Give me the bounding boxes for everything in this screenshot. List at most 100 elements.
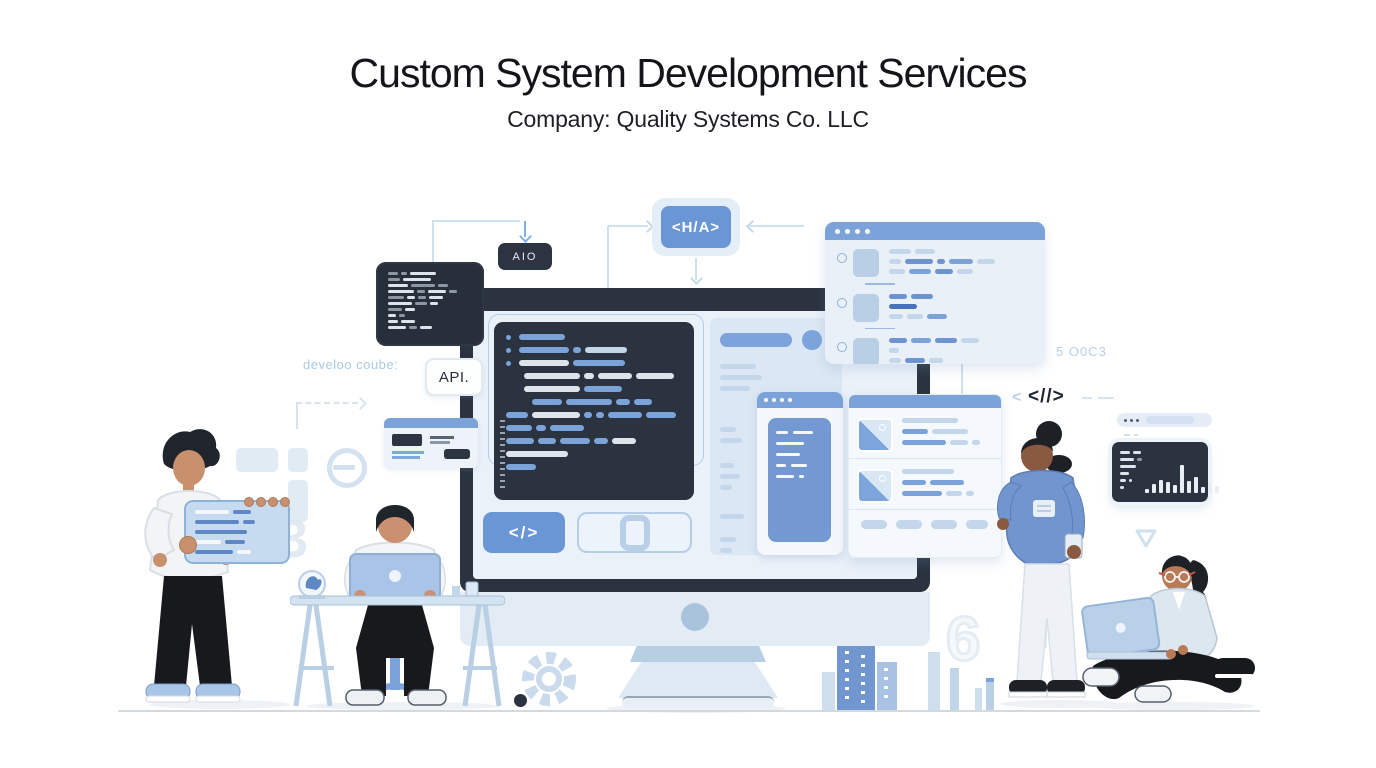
finger [268,497,278,507]
mini-code-lines [388,272,472,329]
tablet-device [179,497,290,564]
side-panel-avatar [802,330,822,350]
list-window [825,222,1045,364]
arrow-down-icon [519,230,532,243]
list-row [825,285,1045,324]
shadow [150,700,290,709]
list-thumbnail [853,249,879,277]
mini-code-panel [376,262,484,346]
image-thumbnail [857,418,893,452]
finger [280,497,290,507]
code-tag-inner: <H/A> [661,206,731,248]
connector-line [432,220,520,222]
ground-line [118,710,1260,712]
list-row-lines [889,293,951,324]
card-row [849,408,1001,459]
side-caption: 5 O0C3 [1056,344,1107,359]
connector-line [296,403,298,429]
header: Custom System Development Services Compa… [0,50,1376,133]
analytics-panel [1112,442,1219,502]
dash [1098,397,1114,399]
card-panel-titlebar [849,395,1001,408]
list-window-titlebar [825,222,1045,240]
code-button: </> [483,512,565,553]
card-footer-pills [849,510,1001,529]
form-line [392,451,424,454]
image-thumbnail [857,469,893,503]
code-editor-window [494,322,694,500]
prohibit-icon [327,448,367,488]
background-block [236,448,278,472]
phone-screen [768,418,831,542]
monitor-stand-base [622,696,774,708]
card-row-lines [902,469,978,502]
developer-at-desk [290,505,505,707]
bar-column [950,668,959,710]
tablet-code-lines [195,510,279,554]
form-line [430,441,450,444]
monitor-logo-dot [681,603,709,631]
ai-chip: AIO [498,243,552,270]
form-line [430,436,454,439]
building-main [837,645,875,710]
side-panel-header [720,330,832,350]
gear-icon [522,652,576,706]
list-thumbnail [853,338,879,364]
connector-line [607,226,609,290]
shadow [1090,702,1255,710]
inline-code-snippet: <//> [1028,386,1065,407]
hand [179,536,197,554]
radio-icon [837,342,847,352]
form-field-dark [392,434,422,446]
form-line [392,456,420,459]
monitor-stand-band [630,646,766,662]
bar-column [928,652,940,710]
list-row-lines [889,249,999,279]
search-pill-fill [1146,416,1194,424]
develop-caption: develoo coube: [303,357,399,372]
form-button-dark [444,449,470,459]
small-wheel-icon [514,694,527,707]
card-row-lines [902,418,984,451]
connector-line [524,221,526,237]
phone-window-titlebar [757,392,843,408]
card-row [849,459,1001,510]
code-tag-label: <H/A> [671,218,721,236]
building-small [822,672,835,710]
arrow-down-icon [690,272,703,285]
connector-line [432,220,434,262]
mini-search-pill [1117,413,1212,427]
background-numeral-6: 6 [944,604,982,676]
editor-gutter [500,420,505,490]
connector-line [608,225,648,227]
finger [244,497,254,507]
arrow-down-outline-icon [1135,529,1157,548]
squircle-icon [619,514,650,551]
ghost-button [577,512,692,553]
dash [1082,397,1092,399]
card-panel [848,394,1002,558]
building-right [877,662,897,710]
list-thumbnail [853,293,879,322]
code-editor-lines [506,334,682,470]
background-block [288,448,308,472]
list-row [825,240,1045,279]
dash [1124,434,1130,436]
finger [256,497,266,507]
list-row-lines [889,338,983,364]
side-panel-lines [720,364,832,553]
shadow [606,704,786,713]
ai-chip-label: AIO [512,250,538,263]
code-button-label: </> [508,522,540,542]
mini-form-titlebar [384,418,478,428]
page-title: Custom System Development Services [349,50,1028,96]
page-subtitle: Company: Quality Systems Co. LLC [507,106,869,132]
side-panel-title-bar [720,333,792,347]
analytics-code-lines [1120,451,1145,493]
inline-code-bracket: < [1012,389,1022,406]
list-row [825,329,1045,364]
arrow-left-icon [746,220,759,233]
connector-line [961,364,963,394]
connector-line [695,258,697,280]
